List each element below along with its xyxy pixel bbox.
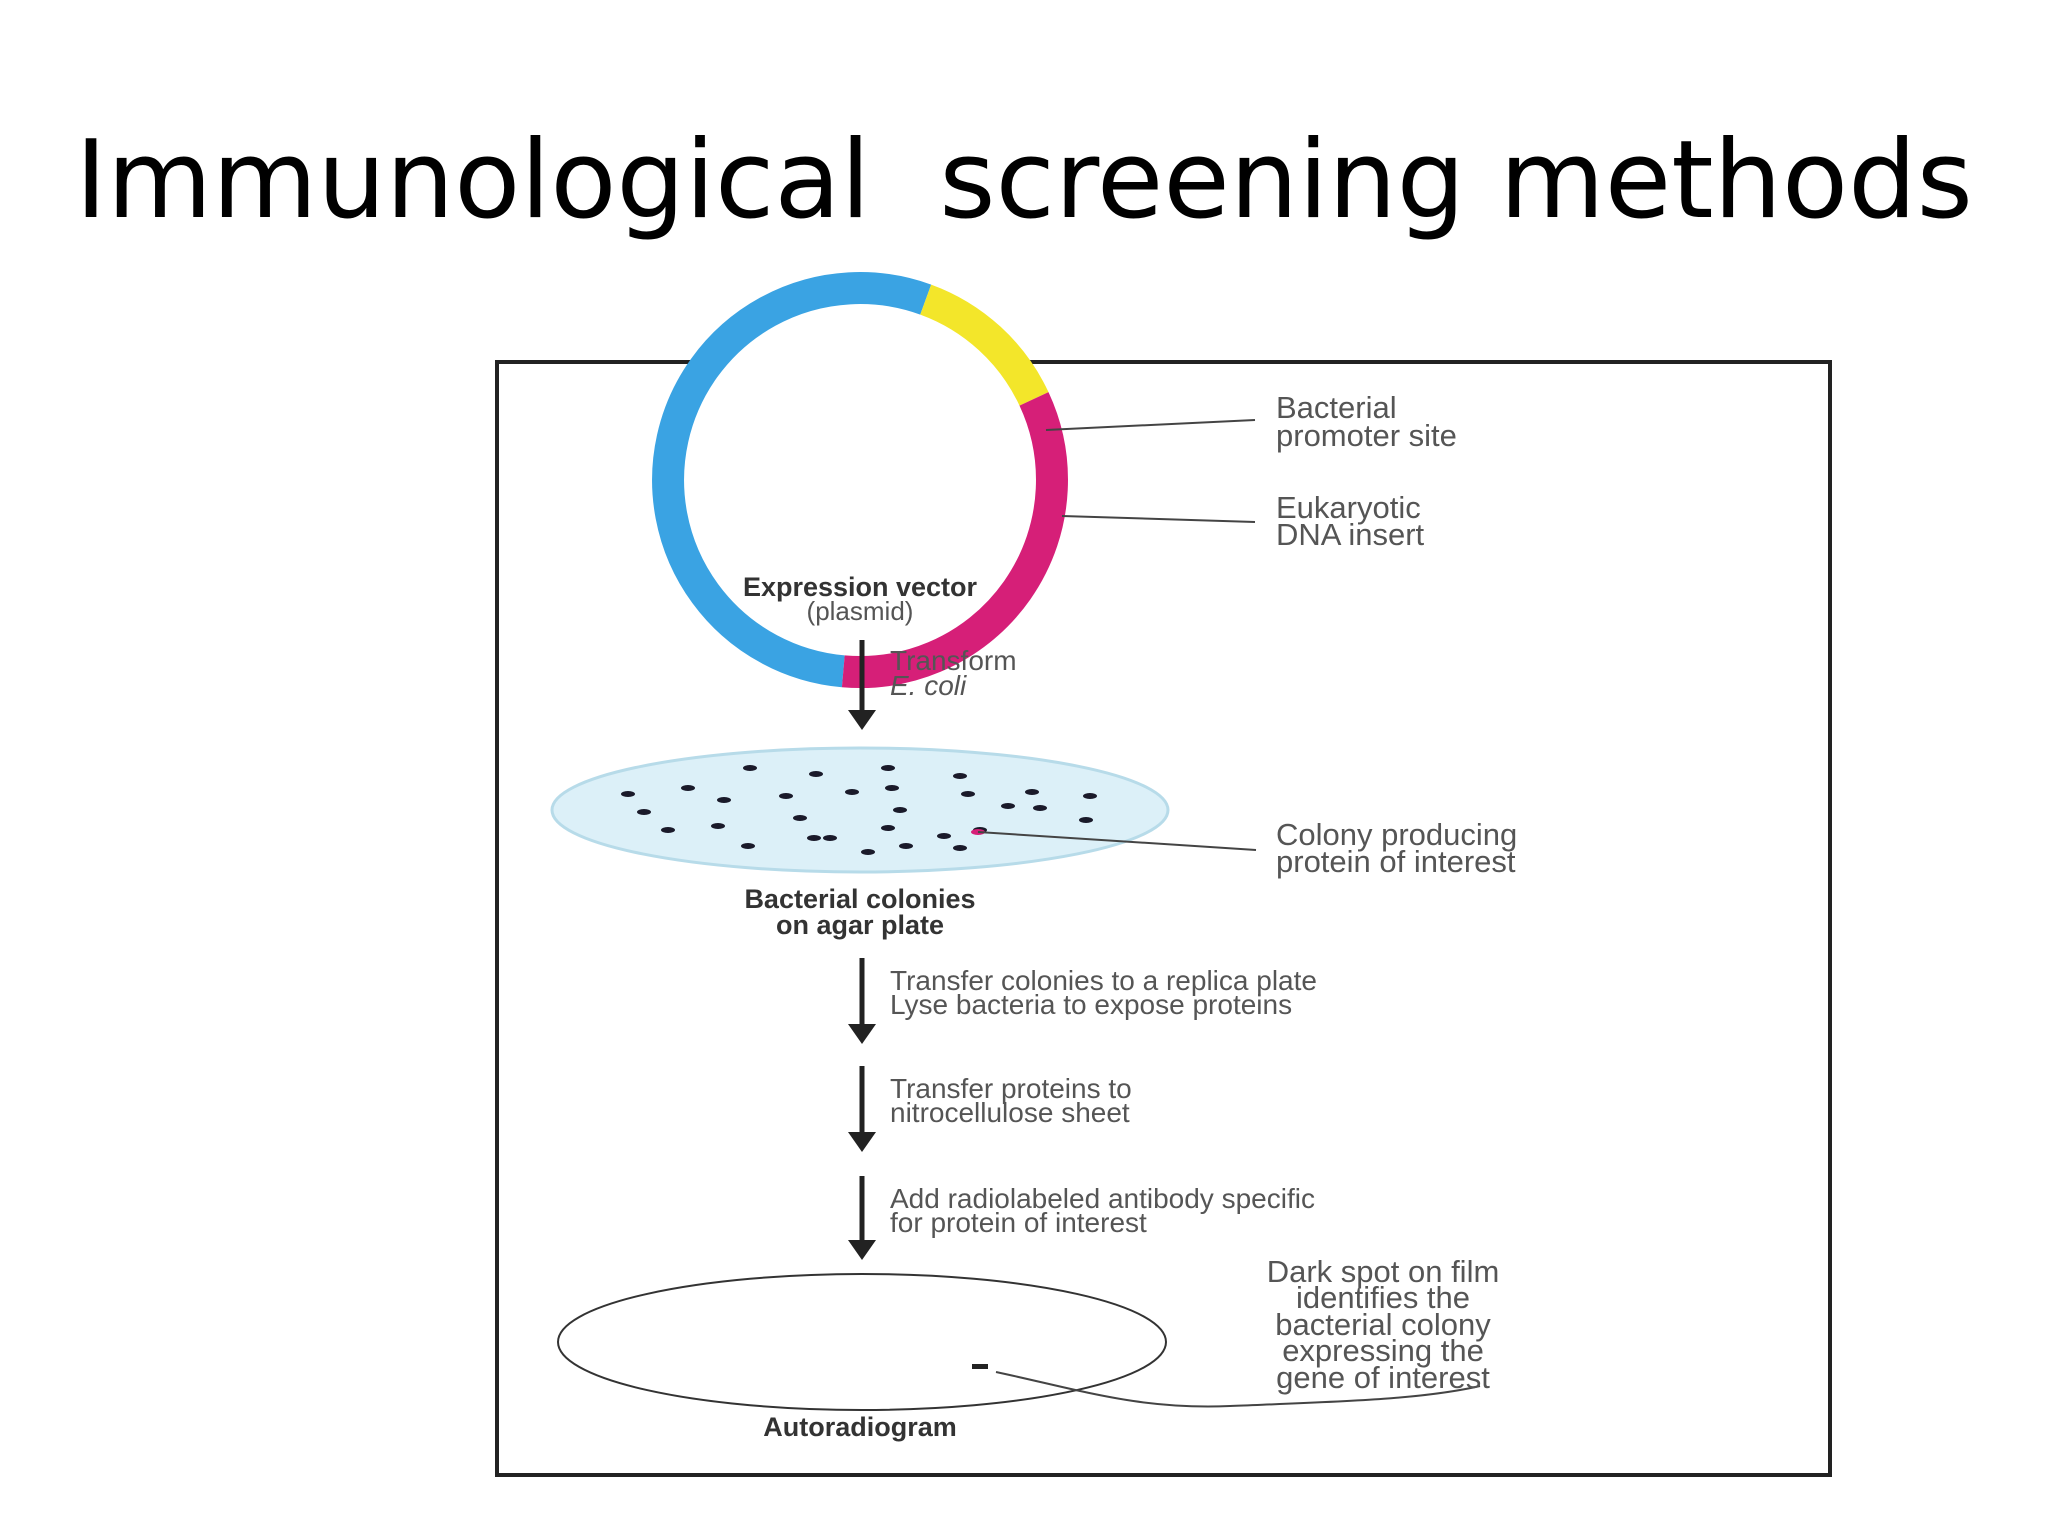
colony-dot bbox=[899, 843, 913, 849]
film-callout-line5: gene of interest bbox=[1276, 1360, 1490, 1395]
colony-dot bbox=[779, 793, 793, 799]
colony-dot bbox=[717, 797, 731, 803]
colony-dot bbox=[823, 835, 837, 841]
colony-dot bbox=[621, 791, 635, 797]
step4-line2: for protein of interest bbox=[890, 1207, 1147, 1238]
colony-dot bbox=[937, 833, 951, 839]
colony-dot bbox=[1079, 817, 1093, 823]
colony-dot bbox=[661, 827, 675, 833]
colony-dot bbox=[793, 815, 807, 821]
colony-dot bbox=[809, 771, 823, 777]
colony-dot bbox=[741, 843, 755, 849]
colony-dot bbox=[1001, 803, 1015, 809]
colony-dot bbox=[1083, 793, 1097, 799]
colony-dot bbox=[893, 807, 907, 813]
step1-line2: E. coli bbox=[890, 670, 967, 701]
colony-dot bbox=[845, 789, 859, 795]
colony-dot bbox=[681, 785, 695, 791]
colony-dot bbox=[1033, 805, 1047, 811]
promoter-label-line2: promoter site bbox=[1276, 418, 1457, 453]
colony-dot bbox=[881, 765, 895, 771]
colony-dot bbox=[881, 825, 895, 831]
colony-dot bbox=[861, 849, 875, 855]
plate-label-line2: on agar plate bbox=[776, 910, 944, 940]
colony-dot bbox=[885, 785, 899, 791]
step3-line2: nitrocellulose sheet bbox=[890, 1097, 1130, 1128]
vector-label-line2: (plasmid) bbox=[807, 596, 914, 626]
colony-dot bbox=[953, 773, 967, 779]
colony-dot bbox=[953, 845, 967, 851]
colony-dot bbox=[637, 809, 651, 815]
colony-dot bbox=[1025, 789, 1039, 795]
insert-label-line2: DNA insert bbox=[1276, 517, 1425, 552]
dark-spot bbox=[972, 1364, 988, 1369]
colony-dot bbox=[807, 835, 821, 841]
colony-callout-line2: protein of interest bbox=[1276, 844, 1516, 879]
colony-dot bbox=[743, 765, 757, 771]
colony-dot bbox=[961, 791, 975, 797]
step2-line2: Lyse bacteria to expose proteins bbox=[890, 989, 1292, 1020]
autoradiogram-label: Autoradiogram bbox=[763, 1412, 957, 1442]
colony-dot bbox=[711, 823, 725, 829]
